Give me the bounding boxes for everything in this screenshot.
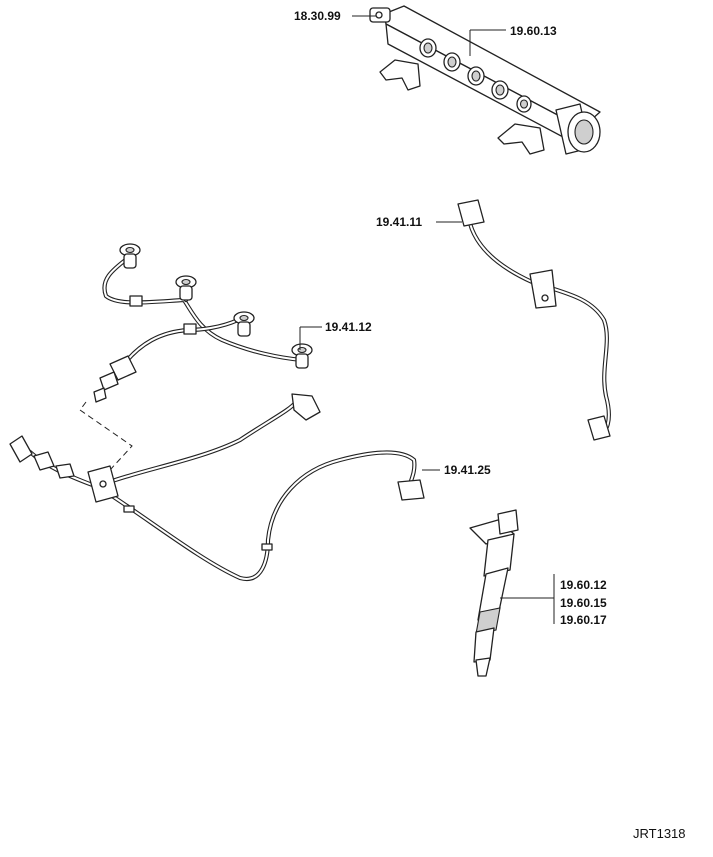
injector-head [483,533,515,577]
label-injector-b: 19.60.15 [560,596,607,610]
rail-bracket-right [497,123,545,155]
feed-pipe [9,393,425,582]
fuel-rail [369,5,601,155]
connection-dashed [79,401,133,471]
label-pipe-right: 19.41.11 [376,215,423,229]
feed-nut-right [397,479,425,501]
label-leak-off-pipe: 19.41.12 [325,320,372,334]
rail-bracket-left [379,59,421,91]
feed-nut-left [9,435,33,463]
label-injector-c: 19.60.17 [560,613,607,627]
label-rail-sensor: 18.30.99 [294,9,341,23]
pipe-right-nut-bottom [587,415,611,441]
rail-ports [419,38,532,113]
pipe-right-clip [529,269,557,309]
label-fuel-rail: 19.60.13 [510,24,557,38]
feed-sleeve [261,543,273,551]
feed-nut-upper [291,393,321,421]
tee-1 [129,295,143,307]
pipe-right-nut-top [457,199,485,227]
leader-lines [299,15,555,624]
pipe-right [457,199,611,441]
tee-2 [183,323,197,335]
label-feed-pipe: 19.41.25 [444,463,491,477]
injector [469,509,519,677]
injector-nozzle-body [473,627,495,663]
leak-off-pipe [93,243,313,403]
sensor-pin [375,11,383,19]
injector-tip [475,657,491,677]
banjo-connectors [119,243,313,369]
drawing-reference: JRT1318 [633,826,686,841]
label-injector-a: 19.60.12 [560,578,607,592]
